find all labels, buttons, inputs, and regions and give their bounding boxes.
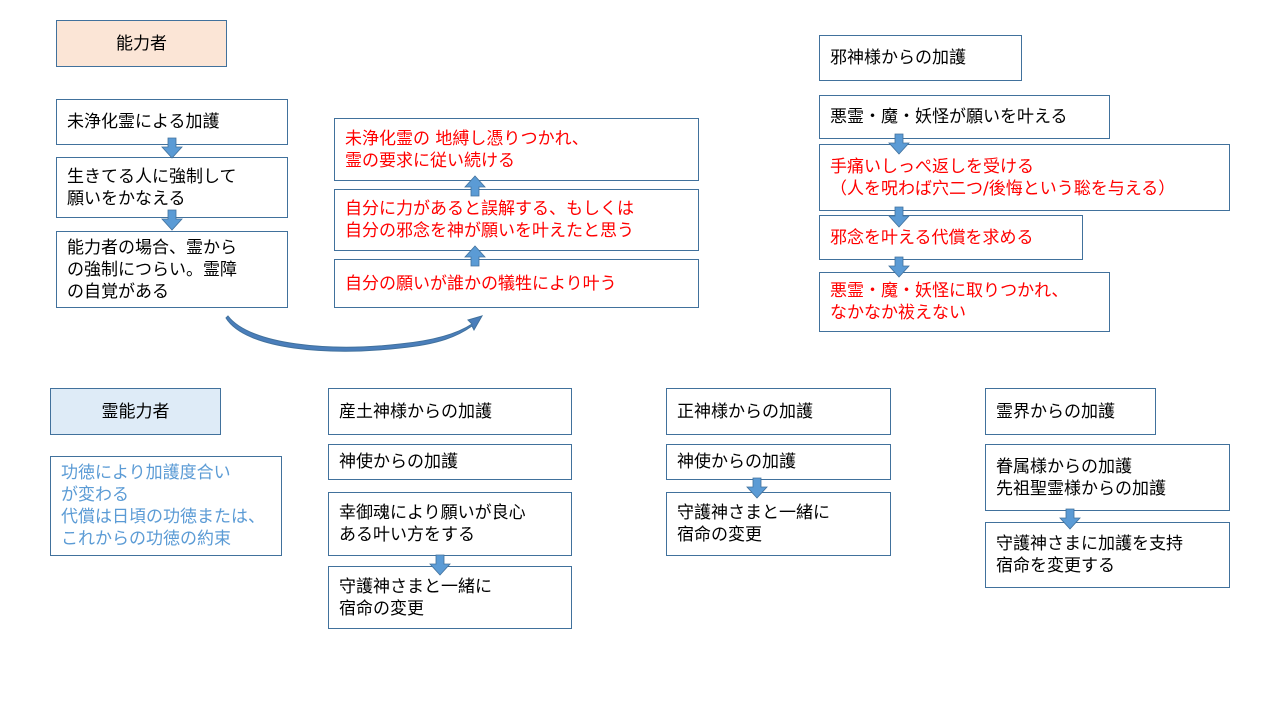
line: 自分に力があると誤解する、もしくは bbox=[345, 199, 634, 219]
box-akuryo: 悪霊・魔・妖怪が願いを叶える bbox=[819, 95, 1110, 139]
line: が変わる bbox=[61, 485, 129, 505]
title-text: 邪神様からの加護 bbox=[830, 48, 966, 68]
box-shippegaeshi: 手痛いしっぺ返しを受ける（人を呪わば穴二つ/後悔という聡を与える） bbox=[819, 144, 1230, 211]
title-seishin: 正神様からの加護 bbox=[666, 388, 891, 435]
box-jibaku: 未浄化霊の 地縛し憑りつかれ、霊の要求に従い続ける bbox=[334, 118, 699, 181]
line: 生きてる人に強制して bbox=[67, 166, 237, 187]
box-shinshi: 神使からの加護 bbox=[666, 444, 891, 480]
title-text: 産土神様からの加護 bbox=[339, 401, 492, 422]
line: 霊の要求に従い続ける bbox=[345, 150, 515, 171]
box-mijoka-rei: 未浄化霊による加護 bbox=[56, 99, 288, 145]
line: 功徳により加護度合い bbox=[61, 463, 231, 483]
line: 宿命を変更する bbox=[996, 556, 1115, 576]
line: の自覚がある bbox=[67, 281, 169, 302]
title-text: 霊能力者 bbox=[101, 401, 170, 422]
line: 手痛いしっぺ返しを受ける bbox=[830, 156, 1034, 177]
title-text: 霊界からの加護 bbox=[996, 401, 1115, 422]
line: 邪念を叶える代償を求める bbox=[830, 227, 1034, 248]
line: 守護神さまに加護を支持 bbox=[996, 534, 1183, 554]
line: なかなか祓えない bbox=[830, 303, 966, 323]
line: 悪霊・魔・妖怪に取りつかれ、 bbox=[830, 281, 1069, 301]
box-kenzoku: 眷属様からの加護先祖聖霊様からの加護 bbox=[985, 444, 1230, 511]
box-gokai: 自分に力があると誤解する、もしくは自分の邪念を神が願いを叶えたと思う bbox=[334, 189, 699, 251]
line: 守護神さまと一緒に bbox=[339, 576, 492, 597]
box-shukumei: 守護神さまに加護を支持宿命を変更する bbox=[985, 522, 1230, 588]
title-jashin: 邪神様からの加護 bbox=[819, 35, 1022, 81]
line: 宿命の変更 bbox=[339, 598, 424, 619]
line: 神使からの加護 bbox=[339, 452, 458, 472]
title-nouryokusha: 能力者 bbox=[56, 20, 227, 67]
box-kudoku-note: 功徳により加護度合いが変わる代償は日頃の功徳または、これからの功徳の約束 bbox=[50, 456, 282, 556]
box-shinshi: 神使からの加護 bbox=[328, 444, 572, 480]
line: ある叶い方をする bbox=[339, 525, 475, 545]
line: 悪霊・魔・妖怪が願いを叶える bbox=[830, 107, 1068, 127]
line: 眷属様からの加護 bbox=[996, 456, 1132, 477]
box-kyosei: 生きてる人に強制して願いをかなえる bbox=[56, 157, 288, 218]
box-reisho: 能力者の場合、霊からの強制につらい。霊障の自覚がある bbox=[56, 231, 288, 308]
line: 神使からの加護 bbox=[677, 452, 796, 472]
line: 未浄化霊による加護 bbox=[67, 112, 220, 132]
line: 先祖聖霊様からの加護 bbox=[996, 478, 1166, 499]
line: 願いをかなえる bbox=[67, 188, 186, 209]
line: の強制につらい。霊障 bbox=[67, 259, 237, 280]
box-daisho: 邪念を叶える代償を求める bbox=[819, 215, 1083, 260]
title-ubusuna: 産土神様からの加護 bbox=[328, 388, 572, 435]
title-text: 正神様からの加護 bbox=[677, 401, 813, 422]
box-sakimitama: 幸御魂により願いが良心ある叶い方をする bbox=[328, 492, 572, 556]
box-shukumei: 守護神さまと一緒に宿命の変更 bbox=[328, 566, 572, 629]
title-text: 能力者 bbox=[116, 33, 167, 54]
line: これからの功徳の約束 bbox=[61, 529, 231, 549]
title-reinouryokusha: 霊能力者 bbox=[50, 388, 221, 435]
title-reikai: 霊界からの加護 bbox=[985, 388, 1156, 435]
curved-arrow-icon bbox=[225, 315, 484, 352]
box-toritsukare: 悪霊・魔・妖怪に取りつかれ、なかなか祓えない bbox=[819, 272, 1110, 332]
line: 守護神さまと一緒に bbox=[677, 503, 830, 523]
line: 未浄化霊の 地縛し憑りつかれ、 bbox=[345, 128, 589, 149]
line: （人を呪わば穴二つ/後悔という聡を与える） bbox=[830, 178, 1176, 199]
line: 幸御魂により願いが良心 bbox=[339, 503, 526, 523]
line: 自分の邪念を神が願いを叶えたと思う bbox=[345, 221, 634, 241]
line: 能力者の場合、霊から bbox=[67, 237, 237, 258]
box-shukumei: 守護神さまと一緒に宿命の変更 bbox=[666, 492, 891, 556]
line: 代償は日頃の功徳または、 bbox=[61, 507, 265, 527]
line: 宿命の変更 bbox=[677, 525, 762, 545]
box-gisei: 自分の願いが誰かの犠牲により叶う bbox=[334, 259, 699, 308]
line: 自分の願いが誰かの犠牲により叶う bbox=[345, 273, 617, 294]
